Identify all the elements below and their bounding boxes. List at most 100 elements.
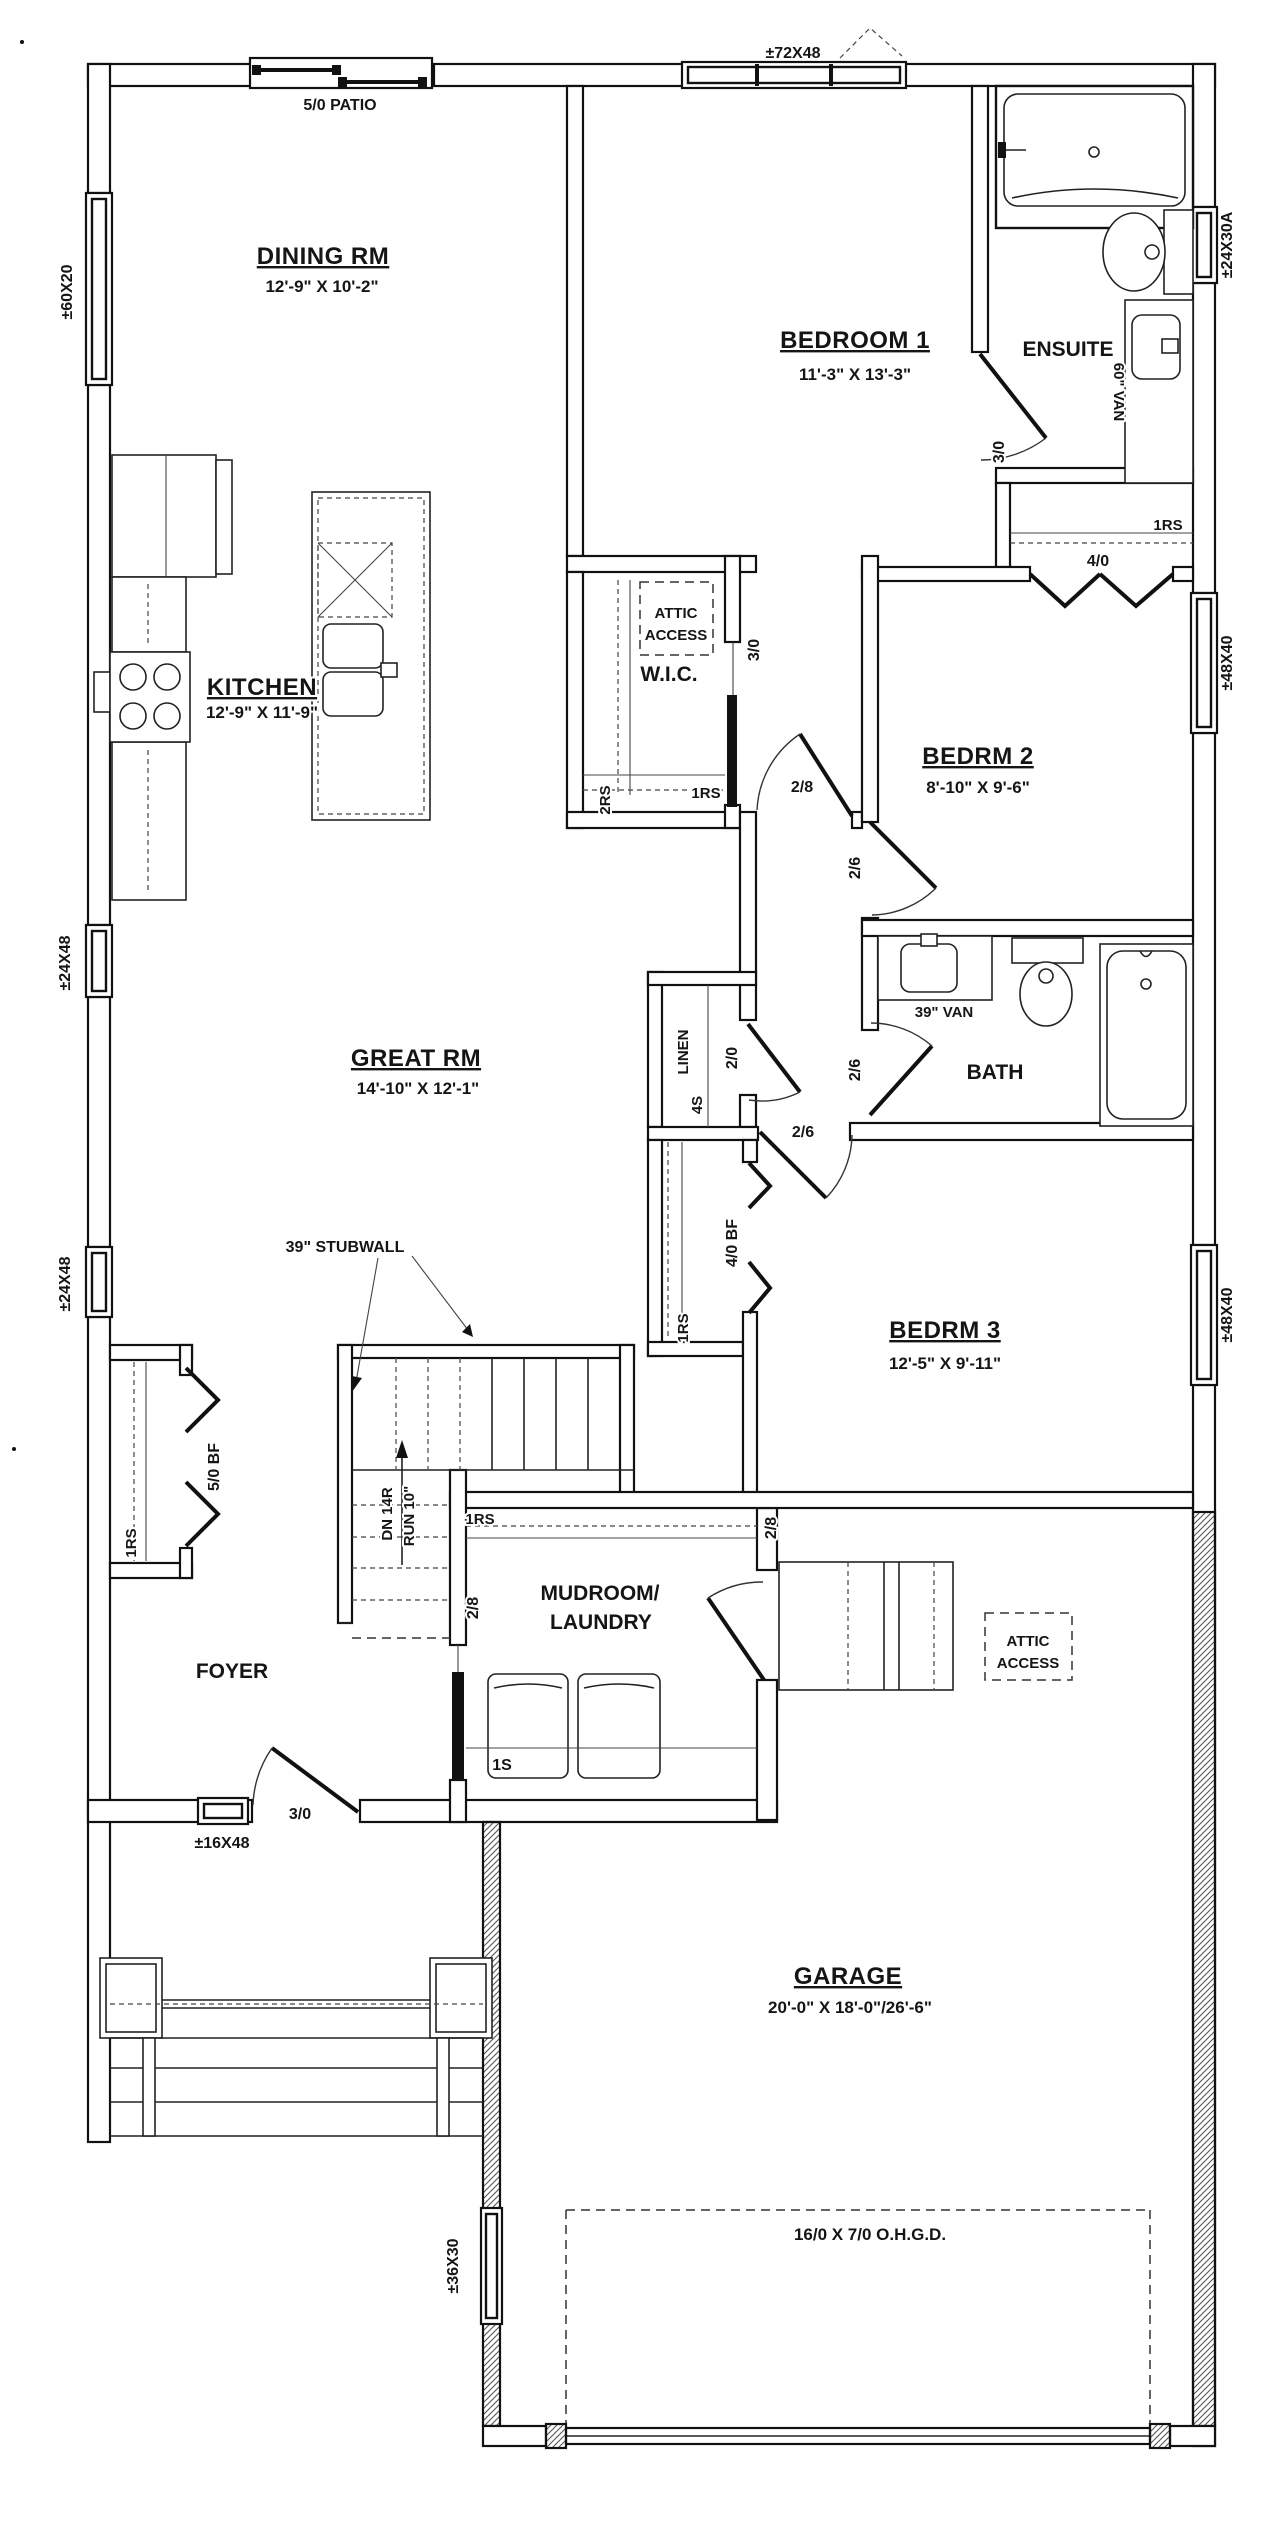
- label-garage-attic-1: ATTIC: [1006, 1633, 1049, 1650]
- label-door-ensuite: 3/0: [991, 441, 1008, 463]
- label-door-bedroom3: 2/6: [792, 1124, 814, 1141]
- bathtub: [1099, 943, 1194, 1127]
- overhead-garage-door: [544, 2209, 1172, 2450]
- label-overhead-door: 16/0 X 7/0 O.H.G.D.: [794, 2225, 946, 2244]
- label-window-48x40-bed2: ±48X40: [1219, 635, 1236, 690]
- refrigerator: [111, 454, 233, 578]
- patio-sliding-door: [248, 56, 434, 90]
- bath-vanity: [877, 933, 993, 1001]
- dim-bedroom3: 12'-5" X 9'-11": [889, 1354, 1001, 1373]
- front-door: [252, 1746, 360, 1814]
- stubwall-leaders: [12, 40, 473, 1451]
- mudroom-pocket-door-panel: [452, 1672, 464, 1780]
- garage-attic-access-box: [984, 1612, 1073, 1681]
- label-bed3-1rs: 1RS: [675, 1313, 692, 1342]
- window-60x20: [84, 191, 114, 387]
- label-door-hall: 2/8: [791, 779, 813, 796]
- room-label-mudroom-1: MUDROOM/: [541, 1582, 660, 1605]
- stairs: [338, 1358, 634, 1639]
- hall-door: [756, 732, 854, 818]
- range-stove: [109, 651, 191, 743]
- linen-door: [746, 1022, 802, 1102]
- room-label-bedroom3: BEDRM 3: [889, 1317, 1001, 1344]
- room-label-great: GREAT RM: [351, 1045, 481, 1072]
- label-door-bed2-closet: 4/0: [1087, 553, 1109, 570]
- label-window-24x30a: ±24X30A: [1219, 211, 1236, 278]
- dryer: [577, 1673, 661, 1779]
- room-label-wic: W.I.C.: [640, 663, 697, 686]
- windows: [84, 27, 1219, 2326]
- window-48x40-bed3: [1189, 1243, 1219, 1387]
- bath-door: [868, 1022, 934, 1117]
- room-label-foyer: FOYER: [196, 1660, 268, 1683]
- kitchen-fixtures: [93, 454, 431, 901]
- label-door-bedroom2: 2/6: [847, 857, 864, 879]
- label-patio-door: 5/0 PATIO: [303, 97, 376, 114]
- label-window-72x48: ±72X48: [765, 45, 820, 62]
- doors: [184, 352, 1175, 2450]
- dim-garage: 20'-0" X 18'-0"/26'-6": [768, 1998, 932, 2017]
- room-label-bedroom1: BEDROOM 1: [780, 327, 930, 354]
- label-wic-attic-1: ATTIC: [654, 605, 697, 622]
- room-label-garage: GARAGE: [794, 1963, 902, 1990]
- closet-shelving: [133, 532, 1193, 1561]
- label-window-48x40-bed3: ±48X40: [1219, 1287, 1236, 1342]
- label-door-linen: 2/0: [724, 1047, 741, 1069]
- label-mudroom-1rs: 1RS: [465, 1511, 494, 1528]
- label-window-16x48: ±16X48: [194, 1835, 249, 1852]
- label-window-60x20: ±60X20: [59, 264, 76, 319]
- porch: [99, 1957, 493, 2137]
- porch-post-right: [436, 2037, 450, 2137]
- label-stubwall: 39" STUBWALL: [286, 1239, 405, 1256]
- label-door-foyer-closet: 5/0 BF: [206, 1443, 223, 1491]
- bath-fixtures: [877, 933, 1194, 1127]
- label-wic-1rs: 1RS: [691, 785, 720, 802]
- kitchen-counter: [93, 576, 187, 901]
- washer: [487, 1673, 569, 1779]
- label-foyer-1rs: 1RS: [123, 1528, 140, 1557]
- bedroom3-door: [758, 1130, 853, 1200]
- shower: [994, 84, 1195, 230]
- porch-post-left: [142, 2037, 156, 2137]
- label-door-front: 3/0: [289, 1806, 311, 1823]
- bedroom2-door: [868, 820, 938, 916]
- label-door-bed3-closet: 4/0 BF: [724, 1219, 741, 1267]
- label-vanity-60: 60" VAN: [1110, 363, 1127, 422]
- kitchen-sink: [322, 623, 398, 717]
- label-stairs-dn: DN 14R: [379, 1487, 396, 1541]
- bath-toilet: [1011, 937, 1084, 1027]
- dim-kitchen: 12'-9" X 11'-9": [206, 703, 318, 722]
- garage-elements: [778, 1561, 1073, 1691]
- dim-dining: 12'-9" X 10'-2": [265, 277, 378, 296]
- room-label-ensuite: ENSUITE: [1022, 338, 1113, 361]
- bed3-closet-bifold: [747, 1161, 773, 1315]
- window-16x48: [196, 1796, 250, 1826]
- label-wic-2rs: 2RS: [597, 785, 614, 814]
- label-stairs-run: RUN 10": [401, 1486, 418, 1546]
- ensuite-vanity: [1124, 299, 1194, 484]
- label-door-wic: 3/0: [746, 639, 763, 661]
- foyer-closet-bifold: [184, 1366, 221, 1548]
- window-48x40-bed2: [1189, 591, 1219, 735]
- window-72x48: [680, 27, 908, 90]
- room-label-mudroom-2: LAUNDRY: [550, 1611, 652, 1634]
- garage-entry-door: [706, 1581, 766, 1682]
- dim-bedroom1: 11'-3" X 13'-3": [799, 365, 911, 384]
- labels: DINING RM 12'-9" X 10'-2" BEDROOM 1 11'-…: [55, 43, 1238, 2296]
- window-24x48-great: [84, 923, 114, 999]
- kitchen-island: [311, 491, 431, 821]
- wic-pocket-door-panel: [727, 695, 737, 807]
- ensuite-toilet: [1102, 209, 1194, 295]
- window-24x48-foyer: [84, 1245, 114, 1319]
- label-wic-attic-2: ACCESS: [645, 627, 708, 644]
- label-door-garage-entry: 2/8: [763, 1517, 780, 1539]
- label-vanity-39: 39" VAN: [915, 1004, 974, 1021]
- label-mudroom-1s: 1S: [492, 1757, 512, 1774]
- dim-great: 14'-10" X 12'-1": [357, 1079, 480, 1098]
- window-36x30: [479, 2206, 504, 2326]
- dim-bedroom2: 8'-10" X 9'-6": [926, 778, 1030, 797]
- label-window-36x30: ±36X30: [445, 2238, 462, 2293]
- room-label-bath: BATH: [967, 1061, 1024, 1084]
- label-bed2-1rs: 1RS: [1153, 517, 1182, 534]
